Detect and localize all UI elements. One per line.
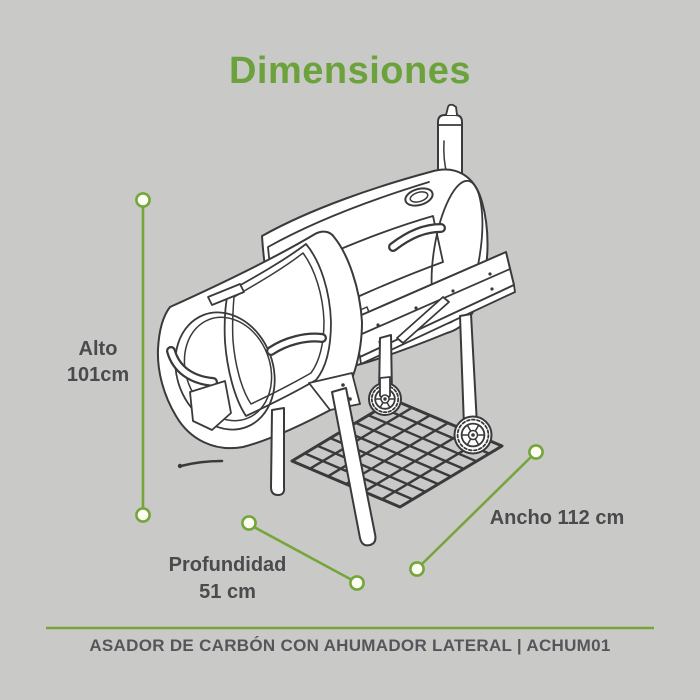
product-name-footer: ASADOR DE CARBÓN CON AHUMADOR LATERAL | …: [89, 636, 611, 655]
firebox-end-handle: [166, 346, 218, 387]
depth-label: Profundidad 51 cm: [125, 552, 330, 606]
firebox-door-handle: [266, 332, 327, 356]
depth-guide-line: [241, 515, 365, 591]
dimension-guides: [46, 192, 654, 630]
side-shelf: [349, 251, 516, 365]
height-label-text: Alto: [78, 338, 118, 360]
vent-flap-icon: [189, 380, 232, 431]
height-label-value: 101cm: [66, 364, 130, 386]
width-guide-line: [409, 444, 544, 577]
width-label-text: Ancho: [489, 507, 552, 529]
depth-label-value: 51 cm: [199, 581, 256, 603]
rear-wheel-icon: [368, 376, 402, 416]
height-label: Alto 101cm: [40, 336, 156, 388]
width-label: Ancho 112 cm: [452, 506, 662, 530]
width-label-value: 112 cm: [557, 507, 625, 529]
grill-line-art: [156, 103, 516, 547]
page-title: Dimensiones: [228, 50, 472, 92]
height-guide-line: [135, 192, 151, 523]
lid-handle: [388, 223, 446, 252]
side-smoker-box: [156, 230, 363, 469]
front-wheel-icon: [453, 415, 493, 455]
depth-label-text: Profundidad: [168, 554, 287, 576]
thermometer-icon: [404, 187, 434, 207]
